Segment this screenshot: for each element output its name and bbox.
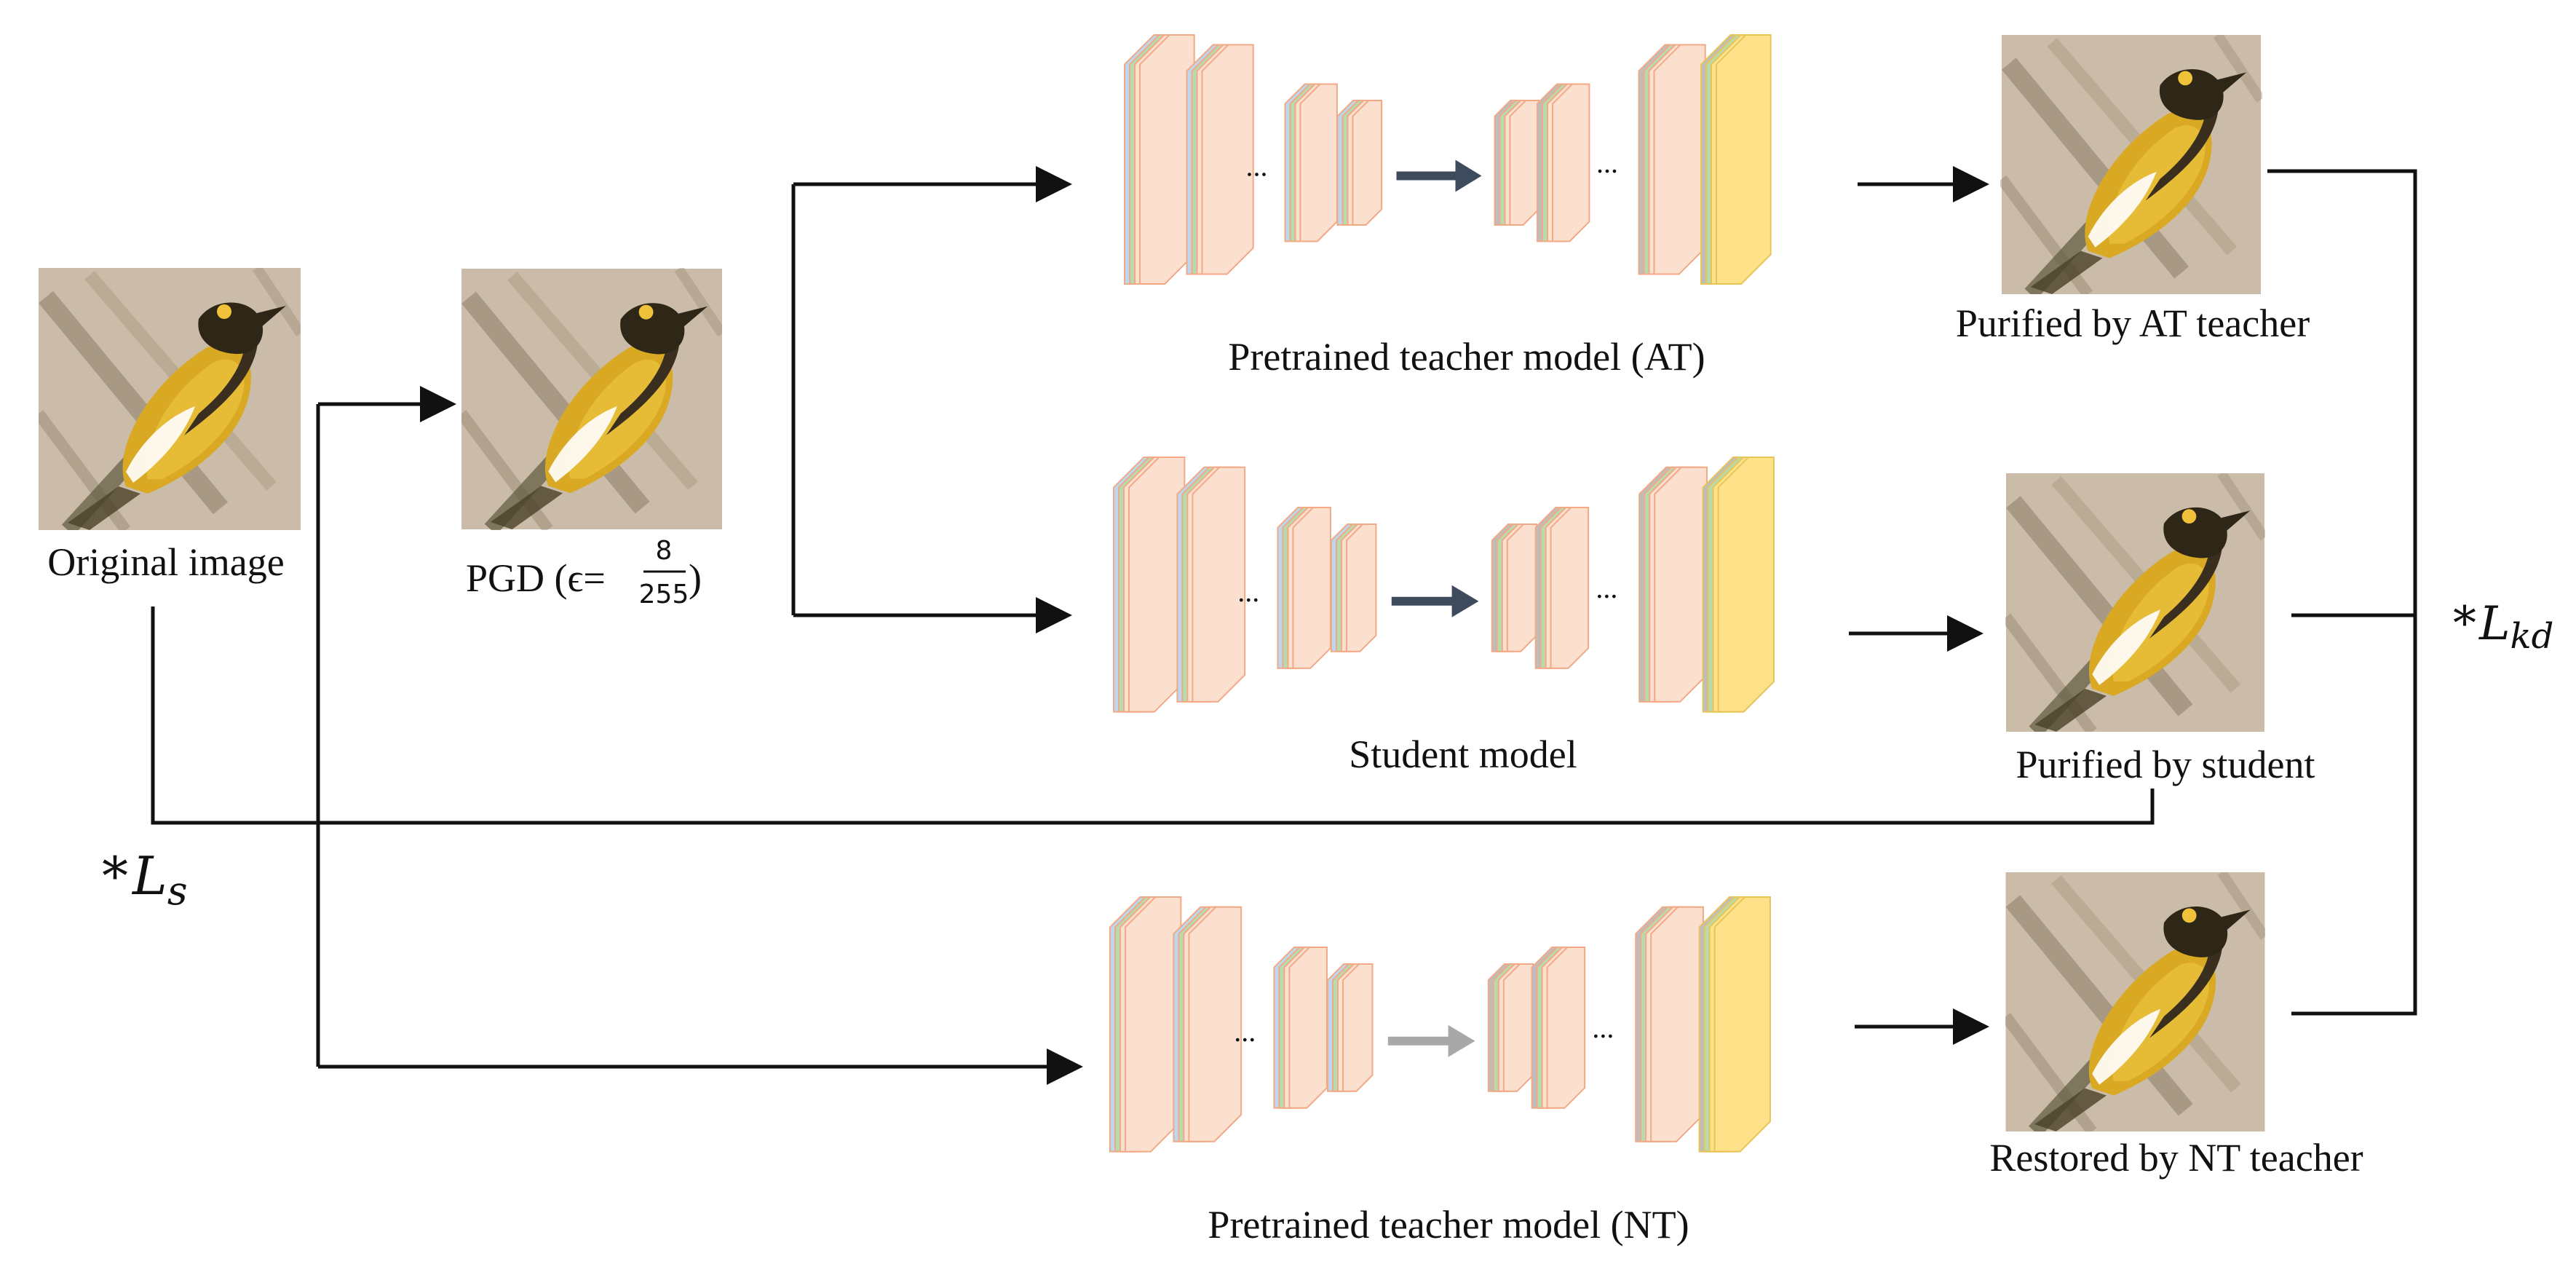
pgd-frac-num: 8 — [656, 536, 673, 566]
student-ellipsis-2: ... — [1596, 572, 1617, 604]
student-decoder-block-4 — [1702, 457, 1775, 713]
loss-lkd-star: * — [2453, 597, 2476, 651]
purified-at-label: Purified by AT teacher — [1956, 301, 2310, 345]
loss-ls-L: L — [131, 845, 167, 906]
teacher-at-model: ...... — [1124, 34, 1772, 285]
at-encoder-block-4 — [1336, 100, 1383, 226]
pgd-label-suffix: ) — [689, 556, 702, 600]
student-model: ...... — [1113, 457, 1775, 713]
at-encoder-block-1 — [1124, 34, 1195, 285]
loss-ls: *Ls — [102, 845, 188, 914]
student-bottleneck-arrow — [1391, 585, 1479, 617]
at-encoder-block-3 — [1284, 83, 1338, 242]
nt-ellipsis-2: ... — [1592, 1011, 1614, 1044]
student-decoder-block-3 — [1638, 466, 1708, 703]
loss-lkd-L: L — [2478, 597, 2510, 651]
nt-bottleneck-arrow — [1387, 1024, 1475, 1057]
teacher-at-model-label: Pretrained teacher model (AT) — [1228, 335, 1705, 379]
student-encoder-block-1 — [1113, 457, 1186, 713]
at-decoder-block-1 — [1494, 100, 1540, 226]
at-decoder-block-4 — [1700, 34, 1772, 285]
pgd-frac-den: 255 — [639, 580, 689, 609]
student-decoder-block-2 — [1534, 507, 1590, 669]
student-encoder-block-3 — [1277, 507, 1331, 669]
pgd-image — [461, 269, 722, 529]
at-encoder-block-2 — [1186, 44, 1254, 275]
teacher-nt-model-label: Pretrained teacher model (NT) — [1208, 1203, 1689, 1247]
student-ellipsis-1: ... — [1237, 575, 1259, 608]
restored-nt-label: Restored by NT teacher — [1989, 1136, 2363, 1180]
nt-encoder-block-3 — [1273, 947, 1328, 1109]
nt-encoder-block-1 — [1109, 896, 1182, 1153]
nt-decoder-block-3 — [1635, 906, 1704, 1142]
student-encoder-block-4 — [1331, 524, 1377, 652]
nt-ellipsis-1: ... — [1234, 1015, 1256, 1048]
restored-nt-image — [2006, 872, 2265, 1131]
at-decoder-block-3 — [1638, 44, 1706, 275]
loss-ls-sub: s — [167, 868, 188, 914]
ls-loop — [151, 607, 2155, 825]
teacher-nt-model: ...... — [1109, 896, 1771, 1153]
at-ellipsis-1: ... — [1246, 150, 1268, 183]
pgd-label-prefix: PGD (ϵ= — [466, 556, 606, 600]
nt-encoder-block-2 — [1173, 906, 1243, 1142]
loss-lkd: *Lkd — [2453, 597, 2553, 657]
student-decoder-block-1 — [1491, 524, 1538, 652]
loss-lkd-sub: kd — [2510, 616, 2554, 657]
student-encoder-block-2 — [1176, 466, 1246, 703]
nt-encoder-block-4 — [1327, 963, 1374, 1092]
at-decoder-block-2 — [1537, 83, 1590, 242]
original-image — [39, 268, 301, 530]
purified-student-image — [2006, 473, 2264, 732]
nt-decoder-block-2 — [1531, 947, 1586, 1109]
nt-decoder-block-4 — [1698, 896, 1771, 1153]
lkd-bracket — [2267, 169, 2417, 1016]
nt-decoder-block-1 — [1487, 963, 1534, 1092]
loss-ls-star: * — [102, 845, 128, 906]
purified-student-label: Purified by student — [2016, 743, 2315, 786]
pgd-label: PGD (ϵ= — [466, 556, 606, 600]
student-model-label: Student model — [1349, 732, 1577, 776]
at-bottleneck-arrow — [1396, 159, 1482, 192]
at-ellipsis-2: ... — [1596, 146, 1618, 179]
purified-at-image — [2002, 35, 2261, 294]
original-image-label: Original image — [47, 540, 284, 584]
